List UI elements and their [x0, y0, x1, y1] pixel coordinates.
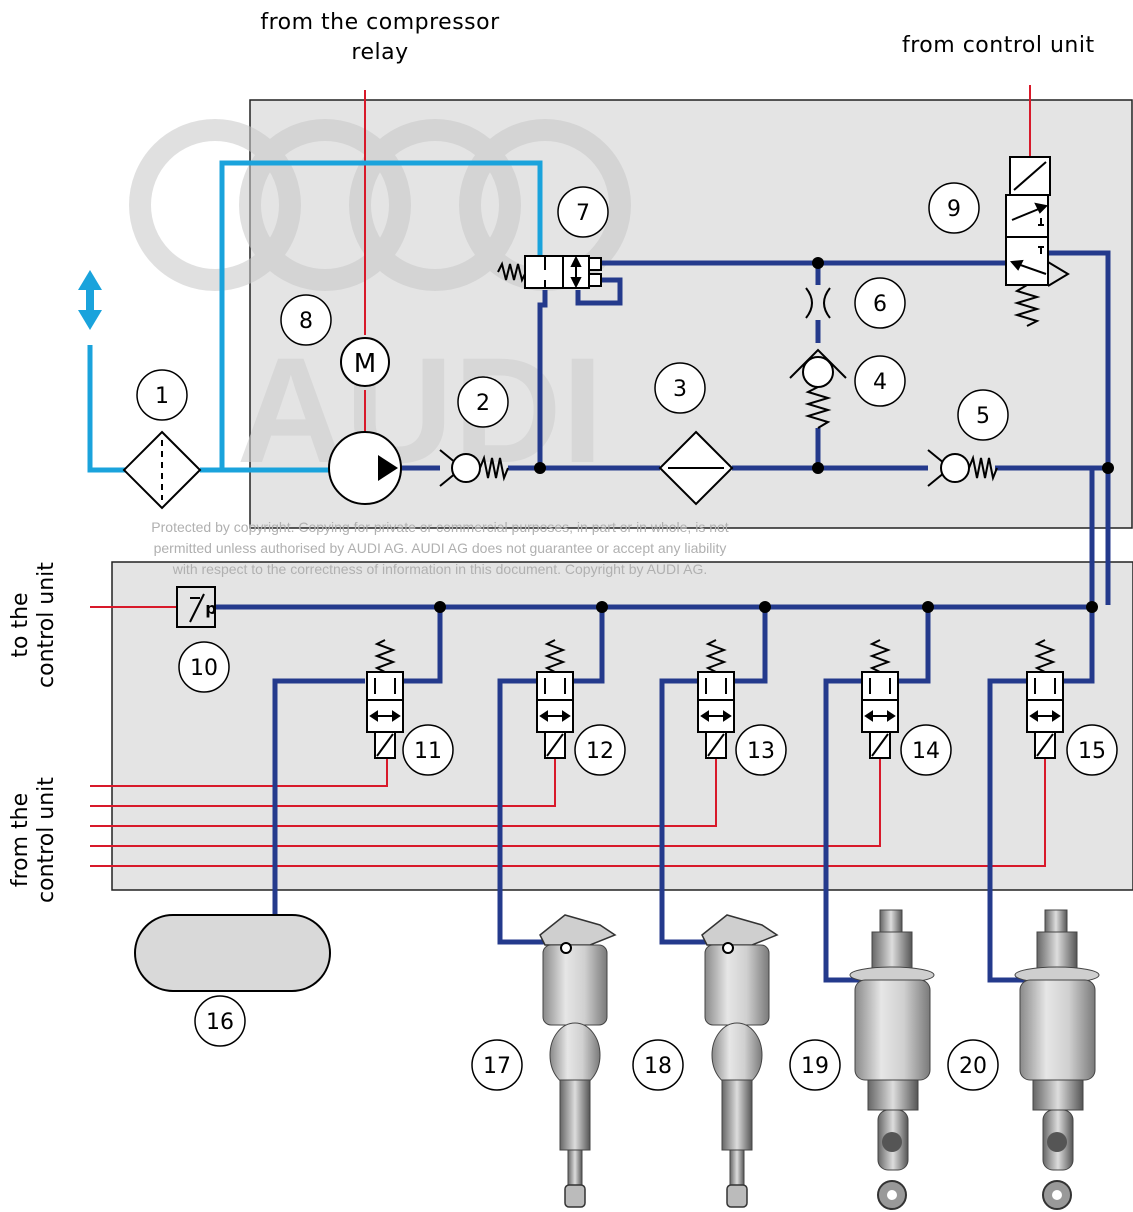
svg-text:19: 19	[801, 1054, 829, 1079]
pressure-reservoir-icon	[134, 914, 331, 992]
callout-12: 12	[574, 724, 626, 776]
svg-text:p: p	[205, 599, 216, 618]
restrictor-icon	[805, 287, 831, 319]
svg-text:20: 20	[959, 1054, 987, 1079]
motor-icon: M	[340, 337, 390, 387]
callout-5: 5	[957, 389, 1009, 441]
svg-text:M: M	[354, 349, 376, 379]
solenoid-valve-14-icon	[861, 639, 899, 759]
front-air-strut-18-icon	[701, 914, 779, 1208]
solenoid-valve-15-icon	[1026, 639, 1064, 759]
callout-6: 6	[854, 277, 906, 329]
svg-text:9: 9	[947, 197, 961, 222]
double-arrow-icon	[78, 270, 102, 330]
front-air-strut-17-icon	[539, 914, 617, 1208]
callout-1: 1	[136, 369, 188, 421]
callout-20: 20	[947, 1039, 999, 1091]
svg-text:5: 5	[976, 404, 990, 429]
air-dryer-icon	[658, 430, 734, 506]
callout-2: 2	[457, 376, 509, 428]
callout-11: 11	[402, 724, 454, 776]
svg-text:12: 12	[586, 739, 614, 764]
copyright-line-1: Protected by copyright. Copying for priv…	[151, 519, 729, 535]
from-control-unit-top-label: from control unit	[902, 33, 1095, 58]
intake-lines	[87, 160, 543, 473]
copyright-line-2: permitted unless authorised by AUDI AG. …	[153, 540, 727, 556]
callouts: 1 2 3 4 5 6 7 8 9 10 11 12 13 14 15 16 1…	[136, 182, 1118, 1091]
check-valve-4-icon	[789, 348, 847, 429]
svg-text:3: 3	[673, 377, 687, 402]
solenoid-valve-11-icon	[366, 639, 404, 759]
junction-dots	[434, 257, 1114, 613]
callout-17: 17	[471, 1039, 523, 1091]
callout-3: 3	[654, 362, 706, 414]
svg-text:16: 16	[206, 1010, 234, 1035]
svg-text:13: 13	[747, 739, 775, 764]
solenoid-valve-13-icon	[697, 639, 735, 759]
check-valve-2-icon	[439, 449, 509, 487]
svg-text:7: 7	[576, 201, 590, 226]
callout-13: 13	[735, 724, 787, 776]
rear-air-spring-20-icon	[1014, 909, 1100, 1210]
callout-16: 16	[194, 995, 246, 1047]
valve-panel	[111, 561, 1133, 891]
watermark-rings	[129, 119, 631, 291]
callout-10: 10	[178, 641, 230, 693]
svg-text:4: 4	[873, 370, 887, 395]
exhaust-valve-icon	[1005, 156, 1070, 327]
callout-14: 14	[900, 724, 952, 776]
svg-text:8: 8	[299, 309, 313, 334]
copyright-line-3: with respect to the correctness of infor…	[172, 561, 708, 577]
svg-text:17: 17	[483, 1054, 511, 1079]
compressor-relay-line-2: relay	[351, 40, 409, 65]
callout-18: 18	[632, 1039, 684, 1091]
rear-air-spring-19-icon	[849, 909, 935, 1210]
svg-text:10: 10	[190, 656, 218, 681]
check-valve-5-icon	[927, 449, 998, 487]
svg-text:6: 6	[873, 292, 887, 317]
svg-text:11: 11	[414, 739, 442, 764]
pressure-sensor-icon: p	[176, 586, 217, 628]
air-filter-icon	[122, 430, 202, 510]
compressor-pump-icon	[328, 431, 402, 505]
callout-8: 8	[280, 294, 332, 346]
electrical-lines	[90, 85, 1046, 867]
svg-text:14: 14	[912, 739, 940, 764]
callout-7: 7	[557, 186, 609, 238]
svg-text:18: 18	[644, 1054, 672, 1079]
callout-19: 19	[789, 1039, 841, 1091]
svg-text:2: 2	[476, 391, 490, 416]
callout-15: 15	[1066, 724, 1118, 776]
svg-text:15: 15	[1078, 739, 1106, 764]
copyright-notice: Protected by copyright. Copying for priv…	[60, 517, 820, 580]
svg-text:1: 1	[155, 384, 169, 409]
pressure-relief-valve-icon	[497, 255, 602, 289]
pressure-lines	[215, 250, 1111, 983]
compressor-relay-line-1: from the compressor	[260, 10, 500, 35]
callout-9: 9	[928, 182, 980, 234]
compressor-relay-label: from the compressor relay	[250, 8, 510, 68]
callout-4: 4	[854, 355, 906, 407]
solenoid-valve-12-icon	[536, 639, 574, 759]
